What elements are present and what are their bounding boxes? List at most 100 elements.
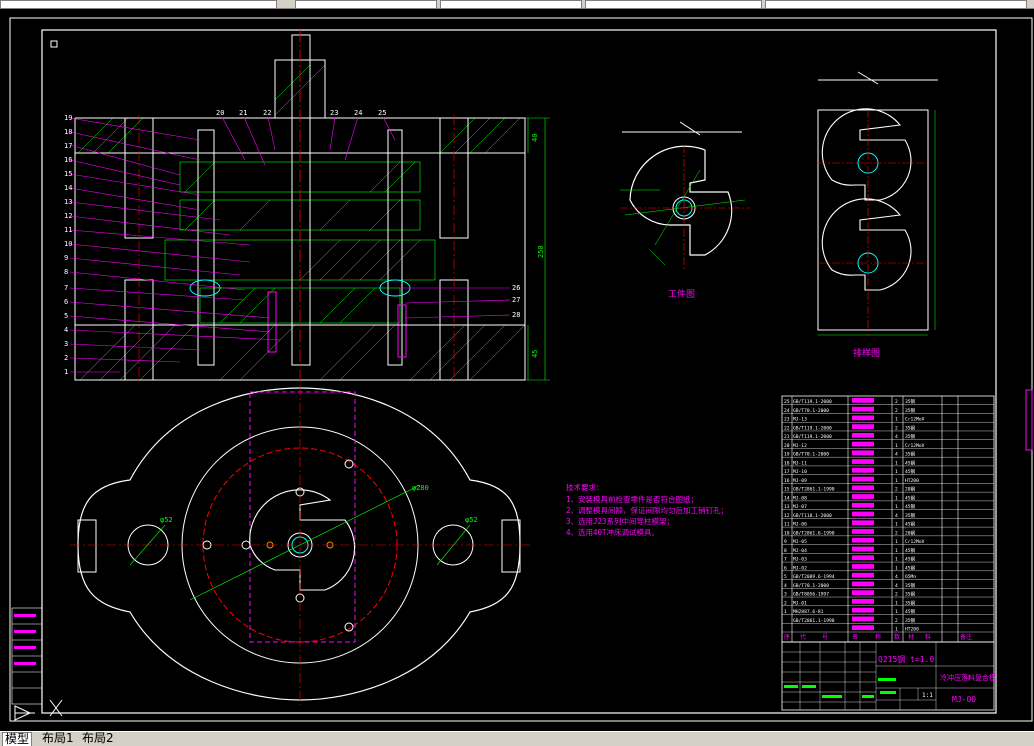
bom-cell-mat: 45钢 [905,503,916,510]
bom-cell-qty: 1 [895,443,898,449]
bom-cell-no: 21 [784,434,790,440]
bom-name-redacted [852,581,874,587]
bom-cell-qty: 2 [895,487,898,493]
bom-cell-qty: 4 [895,434,898,440]
bom-name-redacted [852,441,874,447]
layout-tab-bar: 模型 布局1 布局2 [0,731,1034,746]
bom-cell-code: MJ-10 [793,469,807,475]
bom-cell-qty: 1 [895,504,898,510]
dim-total-height: 250 [537,245,545,258]
bom-cell-code: MJ-13 [793,417,807,423]
svg-text:3、选用J23系列中间导柱模架；: 3、选用J23系列中间导柱模架； [566,516,674,526]
ucs-marker [50,40,58,48]
bom-name-redacted [852,450,874,456]
bom-cell-no: 13 [784,504,790,510]
svg-text:45: 45 [531,350,539,358]
bom-cell-code: GB/T70.1-2000 [793,452,829,458]
bom-name-redacted [852,616,874,622]
bom-cell-mat: 35钢 [905,512,916,519]
bom-cell-qty: 2 [895,618,898,624]
bom-cell-mat: 20钢 [905,486,916,493]
strip-layout-label: 排样图 [853,347,880,359]
bom-cell-no: 20 [784,443,790,449]
tab-layout1[interactable]: 布局1 [42,731,74,745]
svg-text:2: 2 [64,354,68,362]
bom-cell-mat: 45钢 [905,608,916,615]
bom-cell-no: 22 [784,425,790,431]
bom-name-redacted [852,398,874,403]
svg-text:40: 40 [531,134,539,142]
bom-cell-code: MJ-07 [793,504,807,510]
svg-text:1:1: 1:1 [922,692,933,699]
bom-cell-qty: 4 [895,574,898,580]
bom-cell-qty: 1 [895,600,898,606]
bom-cell-no: 18 [784,460,790,466]
svg-text:22: 22 [263,109,271,117]
color-dropdown[interactable] [295,0,437,9]
lineweight-dropdown[interactable] [585,0,762,9]
bom-cell-no: 17 [784,469,790,475]
tab-layout2[interactable]: 布局2 [82,731,114,745]
svg-text:17: 17 [64,142,72,150]
svg-text:称: 称 [875,633,881,641]
bom-cell-qty: 2 [895,408,898,414]
bom-cell-qty: 1 [895,609,898,615]
bom-cell-qty: 1 [895,548,898,554]
svg-text:28: 28 [512,311,520,319]
bom-cell-code: MH2887.6-81 [793,609,824,615]
sheet-inner-border [41,29,997,714]
tab-model[interactable]: 模型 [2,732,33,746]
bom-cell-no: 3 [784,592,787,598]
svg-text:16: 16 [64,156,72,164]
bom-name-redacted [852,432,874,438]
drawing-canvas[interactable]: 19 18 17 16 15 14 13 12 11 10 9 8 7 6 5 … [0,9,1034,731]
bom-name-redacted [852,572,874,578]
bom-cell-qty: 1 [895,539,898,545]
bom-cell-code: MJ-09 [793,478,807,484]
svg-text:φ280: φ280 [412,484,429,492]
svg-text:25: 25 [378,109,386,117]
technical-requirements: 技术要求： 1、安装模具前检查零件是否符合图纸； 2、调整模具间隙，保证间隙均匀… [566,482,728,537]
bom-cell-code: MJ-08 [793,495,807,501]
bom-cell-code: MJ-06 [793,522,807,528]
bom-cell-code: GB/T2089.6-1994 [793,574,835,580]
cad-drawing[interactable]: 19 18 17 16 15 14 13 12 11 10 9 8 7 6 5 … [0,9,1034,731]
workpiece-label: 工件图 [668,288,695,300]
bom-cell-code: GB/T2861.6-1990 [793,530,835,536]
bom-cell-qty: 1 [895,627,898,633]
bom-cell-code: GB/T8056-1997 [793,592,829,598]
svg-text:10: 10 [64,240,72,248]
bom-cell-code: GB/T119.1-2000 [793,399,832,405]
svg-text:11: 11 [64,226,72,234]
side-mark [1025,389,1033,451]
bom-cell-mat: HT200 [905,478,919,484]
bom-name-redacted [852,485,874,491]
layer-dropdown[interactable] [0,0,277,9]
bom-name-redacted [852,424,874,429]
bom-name-redacted [852,537,874,543]
bom-cell-no: 5 [784,574,787,580]
linetype-dropdown[interactable] [440,0,582,9]
plotstyle-dropdown[interactable] [765,0,1027,9]
bom-name-redacted [852,607,874,613]
bom-cell-mat: 35钢 [905,398,916,405]
svg-text:代: 代 [800,633,806,641]
bom-cell-no: 24 [784,408,790,414]
bom-cell-qty: 4 [895,583,898,589]
bom-name-redacted [852,564,874,569]
bom-cell-mat: 35钢 [905,617,916,624]
svg-text:备注: 备注 [960,633,972,641]
bom-cell-mat: 35钢 [905,433,916,440]
